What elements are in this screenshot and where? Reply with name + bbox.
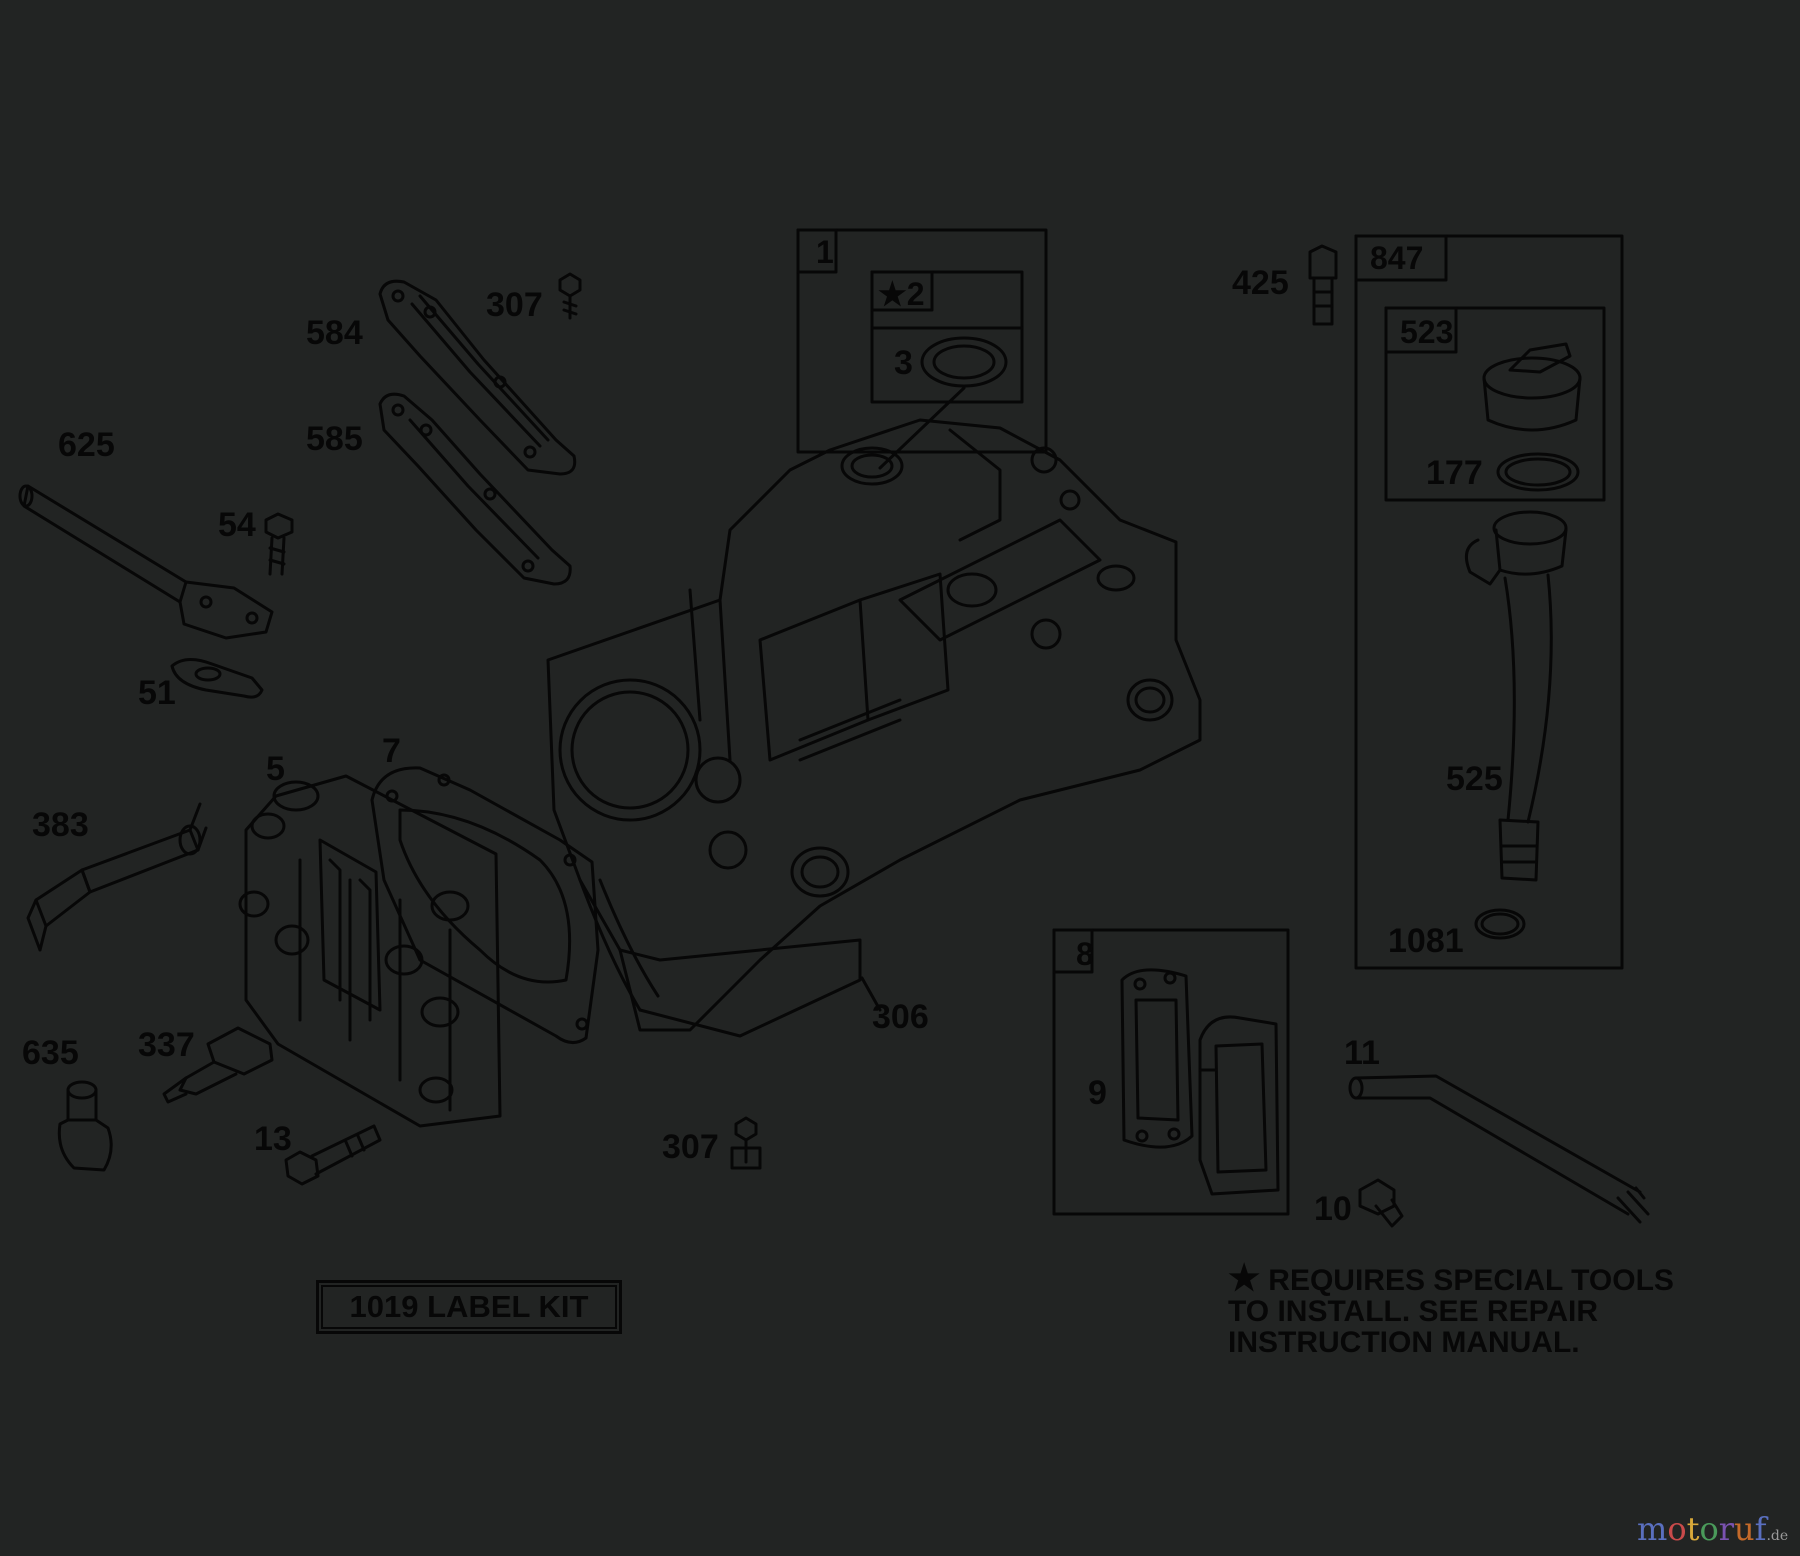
callout-1: 1 xyxy=(816,234,834,270)
note-line-2: TO INSTALL. SEE REPAIR xyxy=(1228,1295,1599,1328)
cylinder-head-part-5 xyxy=(238,774,502,1128)
leader-306 xyxy=(860,976,882,1012)
kit-box-8 xyxy=(1052,928,1290,1216)
star-icon: ★ xyxy=(878,276,907,312)
gasket-part-584 xyxy=(378,279,577,476)
screw-part-307-top xyxy=(558,272,582,320)
callout-3: 3 xyxy=(894,344,913,382)
screw-part-54 xyxy=(264,512,294,576)
callout-306: 306 xyxy=(872,998,929,1036)
special-tools-note: ★REQUIRES SPECIAL TOOLS TO INSTALL. SEE … xyxy=(1228,1260,1674,1359)
callout-177: 177 xyxy=(1426,454,1483,492)
callout-585: 585 xyxy=(306,420,363,458)
screw-part-10 xyxy=(1358,1178,1404,1228)
callout-307-top: 307 xyxy=(486,286,543,324)
callout-307-bottom: 307 xyxy=(662,1128,719,1166)
callout-8: 8 xyxy=(1076,936,1094,972)
callout-525: 525 xyxy=(1446,760,1503,798)
callout-584: 584 xyxy=(306,314,363,352)
callout-51: 51 xyxy=(138,674,176,712)
label-kit-box: 1019 LABEL KIT xyxy=(316,1280,622,1334)
callout-425: 425 xyxy=(1232,264,1289,302)
callout-11: 11 xyxy=(1344,1034,1380,1072)
gasket-part-51 xyxy=(170,658,264,699)
dipstick-cap-part-523 xyxy=(1482,342,1582,432)
tube-part-625 xyxy=(18,484,274,640)
callout-625: 625 xyxy=(58,426,115,464)
star-icon: ★ xyxy=(1228,1257,1261,1298)
o-ring-part-1081 xyxy=(1474,908,1526,940)
callout-337: 337 xyxy=(138,1026,195,1064)
fitting-part-635 xyxy=(57,1080,113,1172)
callout-383: 383 xyxy=(32,806,89,844)
watermark-logo: motoruf.de xyxy=(1637,1510,1789,1548)
crankcase-cylinder-block xyxy=(546,418,1202,1038)
callout-9: 9 xyxy=(1088,1074,1107,1112)
breather-tube-part-11 xyxy=(1348,1074,1650,1224)
callout-1081: 1081 xyxy=(1388,922,1464,960)
callout-10: 10 xyxy=(1314,1190,1352,1228)
screw-part-307-bottom xyxy=(730,1116,762,1170)
dipstick-tube-part-525 xyxy=(1464,510,1568,882)
kit-box-1 xyxy=(796,228,1048,454)
callout-13: 13 xyxy=(254,1120,292,1158)
breather-cover-part-8 xyxy=(1198,1015,1280,1196)
gasket-part-9 xyxy=(1120,968,1194,1149)
oil-seal-part-3 xyxy=(920,336,1008,388)
callout-847: 847 xyxy=(1370,240,1424,276)
callout-7: 7 xyxy=(382,732,401,770)
head-gasket-part-7 xyxy=(370,766,600,1044)
callout-635: 635 xyxy=(22,1034,79,1072)
note-line-1: REQUIRES SPECIAL TOOLS xyxy=(1268,1264,1674,1297)
callout-2: ★2 xyxy=(878,276,925,312)
spark-plug-part-337 xyxy=(162,1026,274,1104)
callout-5: 5 xyxy=(266,750,285,788)
note-line-3: INSTRUCTION MANUAL. xyxy=(1228,1326,1580,1359)
bolt-part-13 xyxy=(284,1124,382,1186)
callout-523: 523 xyxy=(1400,314,1454,350)
kit-box-847 xyxy=(1354,234,1624,970)
bolt-part-425 xyxy=(1308,244,1338,326)
o-ring-part-177 xyxy=(1496,452,1580,492)
gasket-part-585 xyxy=(378,392,572,586)
callout-54: 54 xyxy=(218,506,256,544)
wrench-part-383 xyxy=(26,802,208,952)
